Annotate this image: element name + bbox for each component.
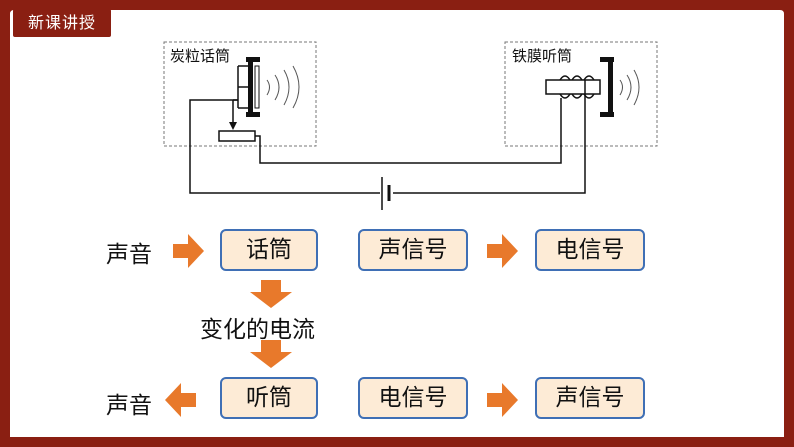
box-microphone: 话筒 <box>220 229 318 271</box>
box-electric-signal-bottom: 电信号 <box>358 377 468 419</box>
box-sound-signal-top: 声信号 <box>358 229 468 271</box>
sound-label-bottom: 声音 <box>106 393 152 419</box>
arrow-down-2 <box>250 340 292 368</box>
section-title: 新课讲授 <box>13 9 111 37</box>
carbon-microphone-icon <box>229 57 300 130</box>
microphone-label: 炭粒话筒 <box>170 47 231 65</box>
rheostat-icon <box>218 130 256 142</box>
arrow-right-1 <box>173 234 204 268</box>
iron-diaphragm-receiver-icon <box>545 57 640 117</box>
microphone-group-box <box>163 41 317 147</box>
sound-label-top: 声音 <box>106 242 152 268</box>
battery-icon <box>381 177 391 210</box>
circuit-wires <box>189 80 586 194</box>
receiver-label: 铁膜听筒 <box>512 47 573 65</box>
box-electric-signal-top: 电信号 <box>535 229 645 271</box>
arrow-right-3 <box>487 383 518 417</box>
flow-arrows <box>165 234 518 417</box>
box-receiver: 听筒 <box>220 377 318 419</box>
arrow-right-2 <box>487 234 518 268</box>
arrow-down-1 <box>250 280 292 308</box>
box-sound-signal-bottom: 声信号 <box>535 377 645 419</box>
receiver-group-box <box>504 41 658 147</box>
changing-current-label: 变化的电流 <box>200 317 315 343</box>
arrow-left-1 <box>165 383 196 417</box>
